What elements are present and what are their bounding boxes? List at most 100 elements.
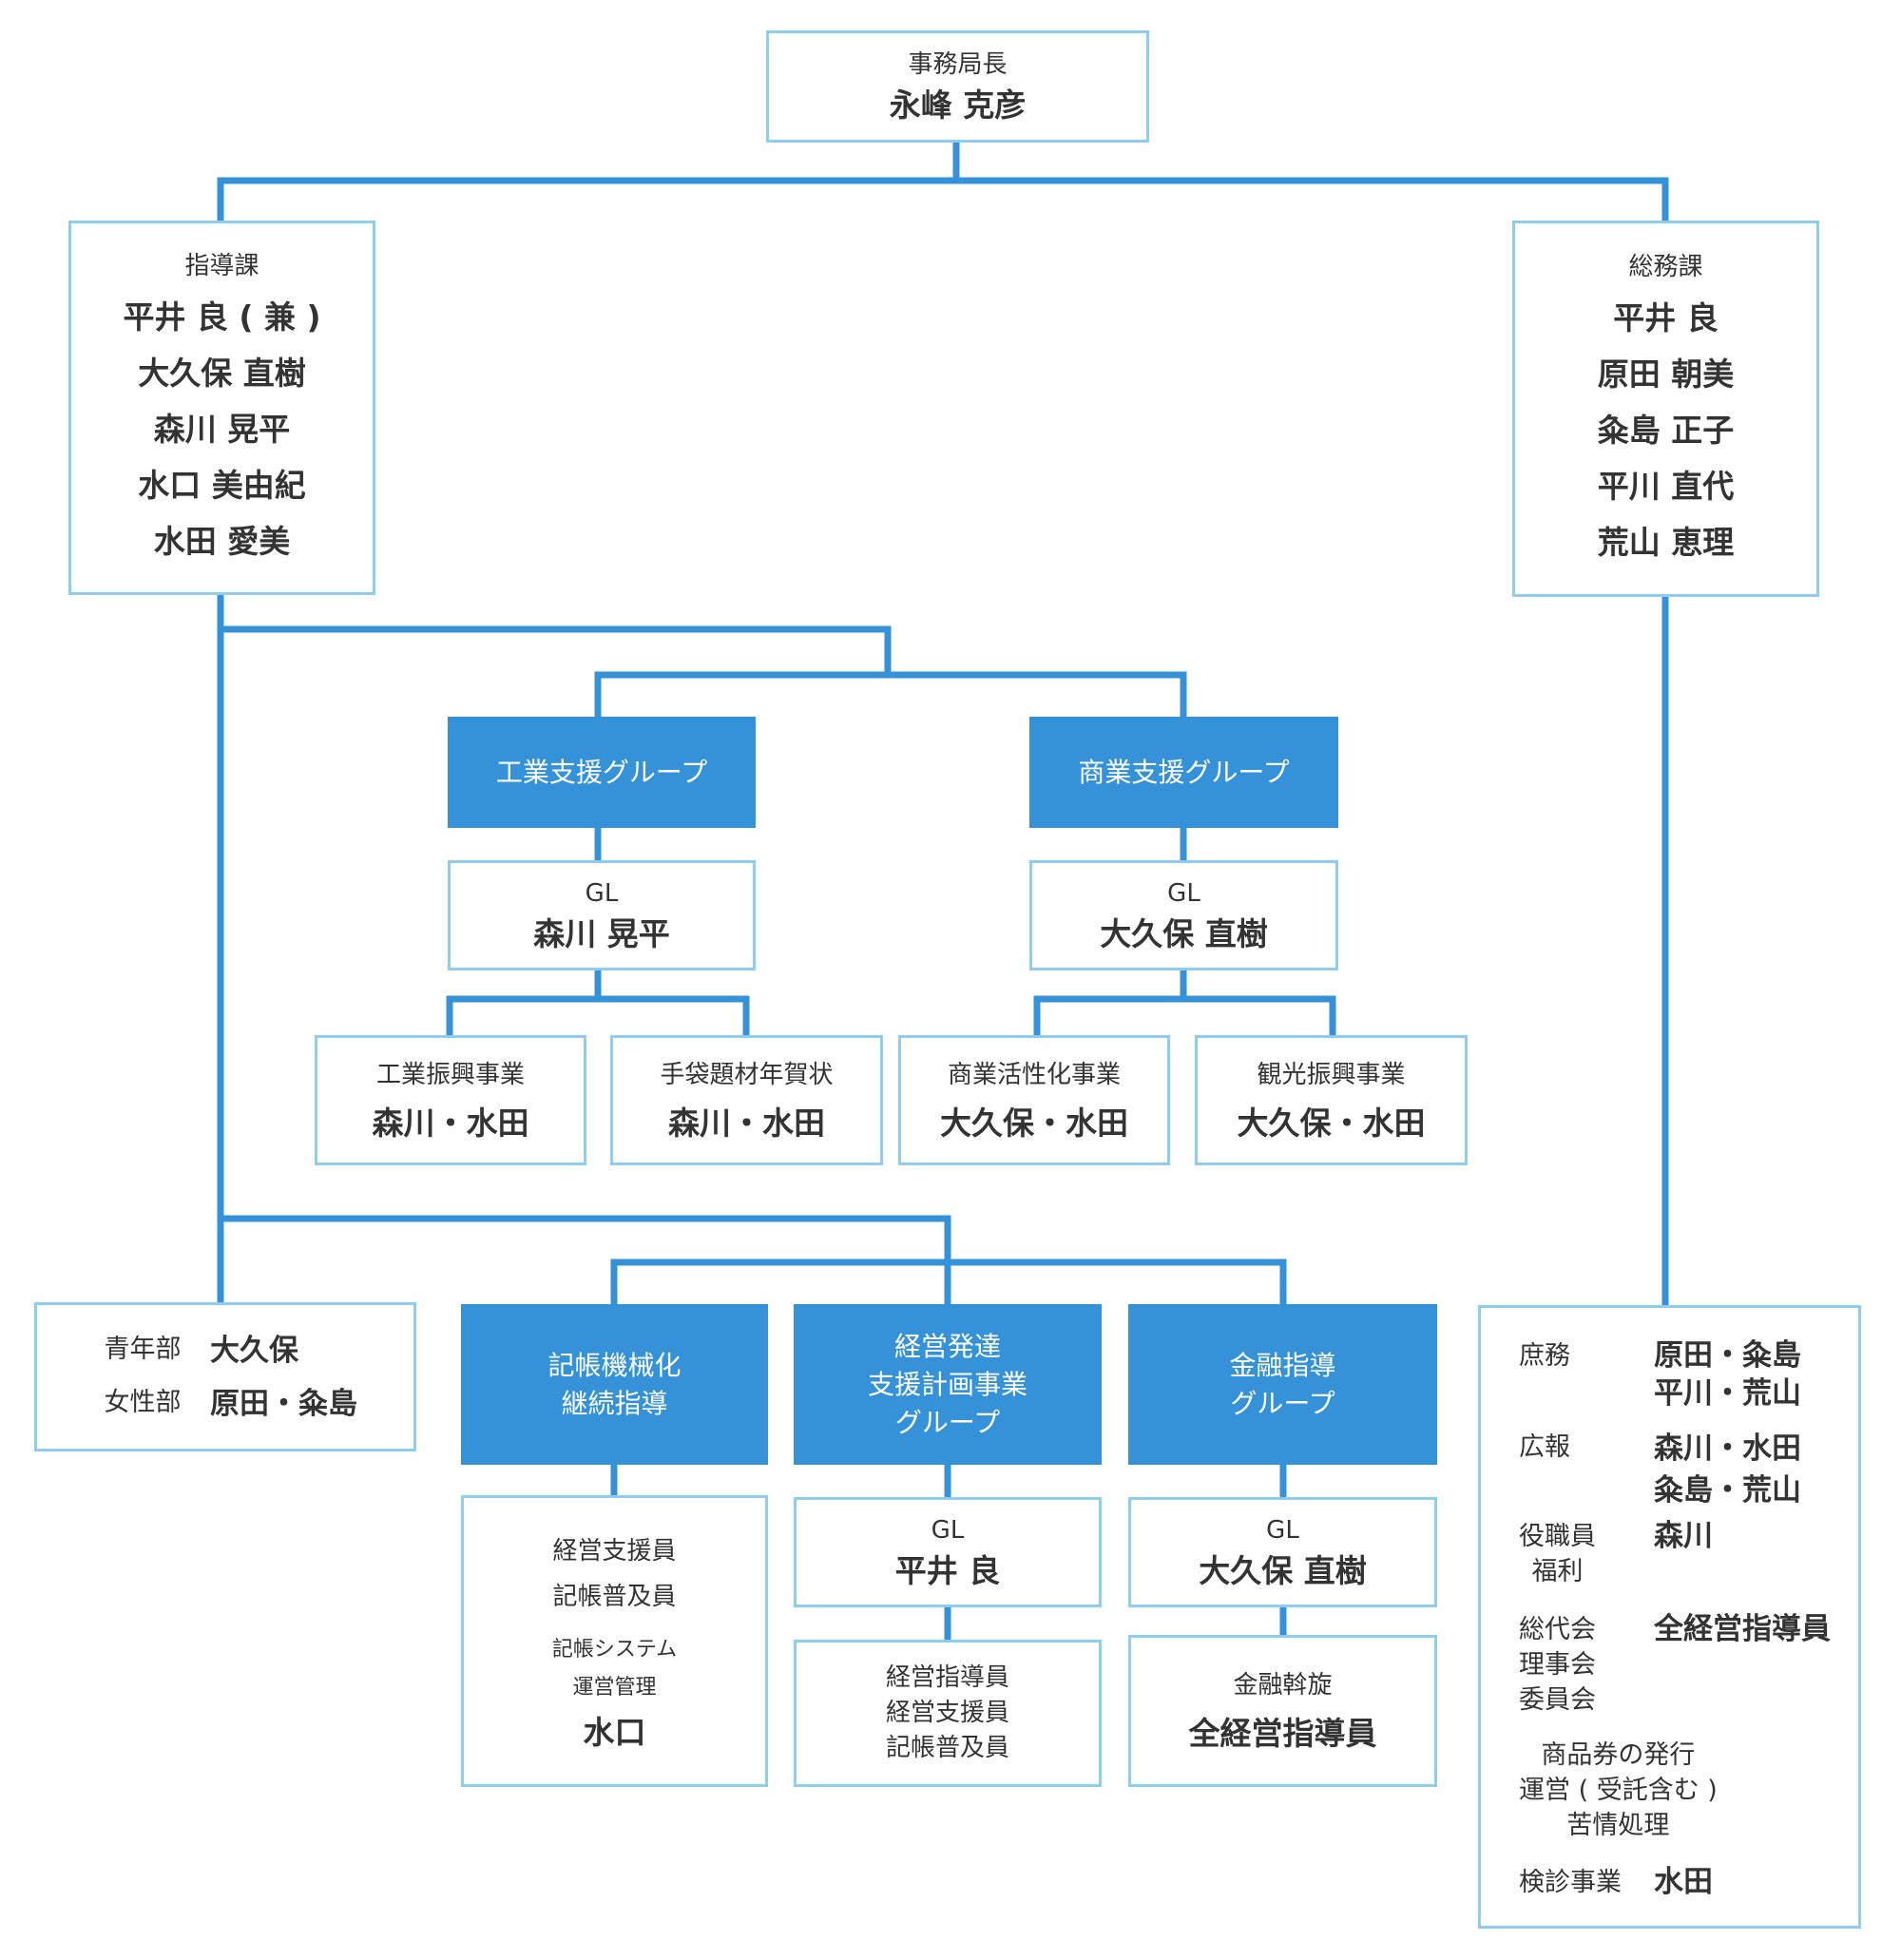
duty-names: 原田・粂島 平川・荒山	[1654, 1336, 1801, 1412]
youth-women-box: 青年部 大久保 女性部 原田・粂島	[34, 1302, 416, 1451]
director-box: 事務局長 永峰 克彦	[766, 30, 1149, 143]
shidou-member: 大久保 直樹	[138, 354, 306, 392]
shidou-member: 森川 晃平	[153, 410, 291, 448]
duty-labels: 広報	[1519, 1430, 1570, 1465]
duty-name: 全経営指導員	[1654, 1612, 1831, 1646]
kinyu-gl-box: GL 大久保 直樹	[1128, 1497, 1437, 1607]
shougyou-task-box: 観光振興事業 大久保・水田	[1195, 1035, 1468, 1165]
kichou-role: 記帳普及員	[552, 1582, 677, 1611]
kougyou-gl-name: 森川 晃平	[533, 915, 670, 952]
kinyu-group-header: 金融指導 グループ	[1128, 1304, 1437, 1465]
duty-label: 広報	[1519, 1432, 1570, 1462]
task-names: 大久保・水田	[940, 1104, 1128, 1142]
duty-label: 委員会	[1519, 1685, 1596, 1715]
kinyu-group-line: 金融指導	[1229, 1349, 1336, 1381]
shidou-member: 水口 美由紀	[138, 466, 306, 504]
duty-labels: 商品券の発行 運営 ( 受託含む ) 苦情処理	[1519, 1738, 1718, 1843]
task-title: 手袋題材年賀状	[660, 1060, 834, 1089]
soumu-member: 原田 朝美	[1597, 355, 1735, 393]
shidou-title: 指導課	[184, 251, 259, 280]
duty-label: 苦情処理	[1566, 1811, 1670, 1840]
kougyou-task-box: 手袋題材年賀状 森川・水田	[610, 1035, 883, 1165]
soumu-member: 平川 直代	[1597, 467, 1735, 505]
shidou-section-box: 指導課 平井 良 ( 兼 ) 大久保 直樹 森川 晃平 水口 美由紀 水田 愛美	[68, 221, 375, 595]
kinyu-gl-name: 大久保 直樹	[1199, 1552, 1367, 1589]
kougyou-gl-label: GL	[585, 879, 619, 908]
duty-label: 福利	[1531, 1557, 1584, 1586]
keiei-group-line: グループ	[894, 1406, 1001, 1438]
kichou-group-line: 記帳機械化	[547, 1349, 682, 1381]
youth-name: 大久保	[210, 1333, 298, 1368]
duty-label: 庶務	[1519, 1341, 1570, 1371]
keiei-group-line: 経営発達	[893, 1330, 1001, 1362]
duty-label: 商品券の発行	[1541, 1740, 1696, 1770]
youth-row: 青年部 大久保	[75, 1332, 299, 1370]
duty-name: 平川・荒山	[1654, 1376, 1801, 1411]
duty-label: 検診事業	[1519, 1868, 1622, 1897]
women-name: 原田・粂島	[210, 1386, 357, 1421]
kichou-system: 記帳システム	[551, 1637, 678, 1662]
kougyou-group-label: 工業支援グループ	[495, 756, 708, 788]
keiei-group-header: 経営発達 支援計画事業 グループ	[794, 1304, 1102, 1465]
soumu-member: 平井 良	[1613, 298, 1719, 336]
keiei-role: 経営支援員	[885, 1699, 1009, 1727]
director-name: 永峰 克彦	[889, 86, 1027, 124]
duty-labels: 検診事業	[1519, 1865, 1622, 1900]
keiei-roles-box: 経営指導員 経営支援員 記帳普及員	[794, 1640, 1102, 1787]
duty-names: 森川・水田 粂島・荒山	[1654, 1428, 1801, 1511]
duty-name: 原田・粂島	[1654, 1338, 1801, 1373]
kichou-group-line: 継続指導	[561, 1387, 668, 1419]
kichou-role: 経営支援員	[552, 1536, 677, 1566]
shougyou-gl-name: 大久保 直樹	[1100, 915, 1268, 952]
director-title: 事務局長	[908, 50, 1008, 79]
shougyou-gl-label: GL	[1167, 879, 1200, 908]
kichou-detail-box: 経営支援員 記帳普及員 記帳システム 運営管理 水口	[461, 1495, 768, 1787]
duty-names: 森川	[1654, 1517, 1713, 1555]
kinyu-task-box: 金融斡旋 全経営指導員	[1128, 1635, 1437, 1787]
kinyu-gl-label: GL	[1266, 1516, 1299, 1545]
keiei-role: 経営指導員	[885, 1663, 1009, 1692]
shougyou-group-header: 商業支援グループ	[1029, 717, 1338, 828]
duty-label: 理事会	[1519, 1650, 1596, 1680]
keiei-gl-label: GL	[931, 1516, 965, 1545]
kichou-name: 水口	[583, 1713, 646, 1751]
shidou-member: 水田 愛美	[153, 522, 291, 560]
shougyou-group-label: 商業支援グループ	[1078, 756, 1290, 788]
soumu-title: 総務課	[1628, 252, 1703, 281]
duty-name: 粂島・荒山	[1654, 1473, 1801, 1508]
duty-name: 森川・水田	[1654, 1432, 1801, 1466]
youth-label: 青年部	[104, 1334, 182, 1364]
shougyou-gl-box: GL 大久保 直樹	[1029, 860, 1338, 970]
duty-label: 役職員	[1519, 1522, 1596, 1551]
soumu-duties-box: 庶務 原田・粂島 平川・荒山 広報 森川・水田 粂島・荒山 役職員 福利 森川 …	[1478, 1305, 1861, 1929]
task-title: 商業活性化事業	[947, 1060, 1121, 1089]
soumu-section-box: 総務課 平井 良 原田 朝美 粂島 正子 平川 直代 荒山 恵理	[1512, 221, 1819, 597]
kougyou-task-box: 工業振興事業 森川・水田	[315, 1035, 586, 1165]
duty-label: 運営 ( 受託含む )	[1519, 1776, 1718, 1805]
duty-labels: 庶務	[1519, 1338, 1570, 1374]
women-label: 女性部	[104, 1387, 182, 1417]
kougyou-gl-box: GL 森川 晃平	[448, 860, 756, 970]
women-row: 女性部 原田・粂島	[75, 1385, 358, 1423]
duty-name: 森川	[1654, 1519, 1713, 1553]
kinyu-task-names: 全経営指導員	[1188, 1715, 1377, 1752]
soumu-member: 荒山 恵理	[1597, 523, 1735, 561]
kichou-system: 運営管理	[572, 1675, 657, 1700]
duty-names: 水田	[1654, 1863, 1713, 1901]
task-names: 森川・水田	[372, 1104, 529, 1142]
task-names: 大久保・水田	[1237, 1104, 1426, 1142]
kinyu-task-title: 金融斡旋	[1233, 1671, 1333, 1700]
duty-labels: 総代会 理事会 委員会	[1519, 1612, 1596, 1718]
keiei-role: 記帳普及員	[885, 1734, 1009, 1762]
soumu-member: 粂島 正子	[1597, 411, 1735, 449]
task-title: 観光振興事業	[1257, 1060, 1406, 1089]
keiei-gl-box: GL 平井 良	[794, 1497, 1102, 1607]
task-title: 工業振興事業	[375, 1060, 525, 1089]
task-names: 森川・水田	[668, 1104, 825, 1142]
duty-names: 全経営指導員	[1654, 1610, 1831, 1648]
shidou-member: 平井 良 ( 兼 )	[123, 298, 321, 336]
kichou-group-header: 記帳機械化 継続指導	[461, 1304, 768, 1465]
keiei-group-line: 支援計画事業	[867, 1368, 1027, 1400]
keiei-gl-name: 平井 良	[894, 1552, 1001, 1589]
